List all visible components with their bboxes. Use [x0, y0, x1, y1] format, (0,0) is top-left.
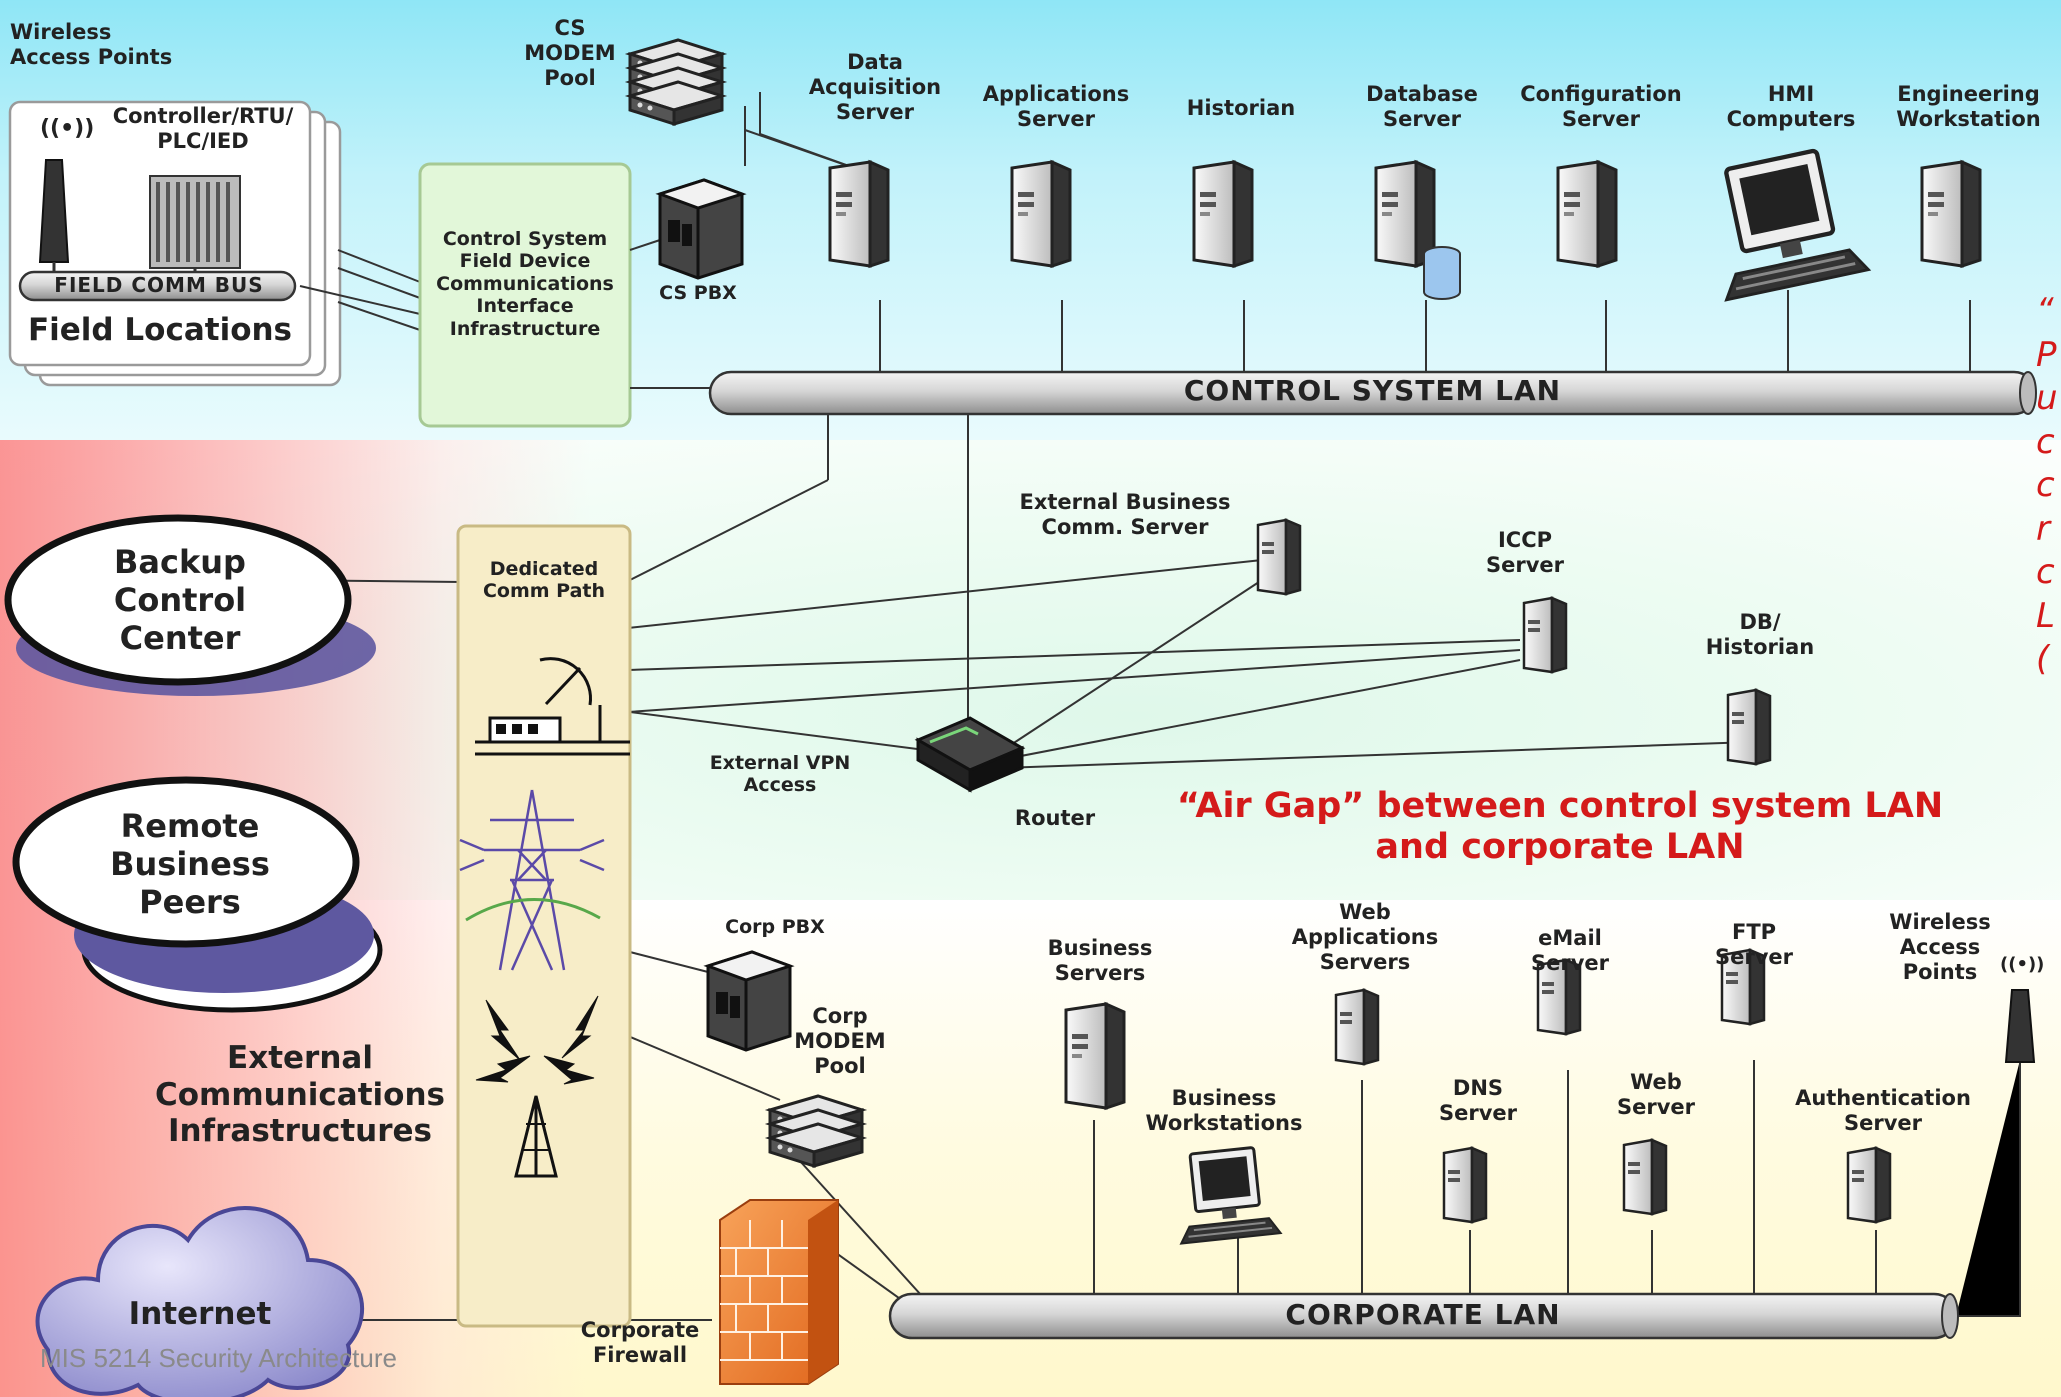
- external-communications-label: External Communications Infrastructures: [155, 1040, 445, 1150]
- corporate-wireless-signal-icon: ((•)): [2000, 954, 2045, 975]
- external-vpn-access-label: External VPN Access: [709, 752, 851, 797]
- external-business-comm-server-label: External Business Comm. Server: [1019, 490, 1231, 539]
- side-note-text: “ P u c c r c L (: [2036, 291, 2058, 679]
- database-server-label: Database Server: [1366, 82, 1478, 131]
- router-label: Router: [1014, 806, 1096, 830]
- field-comm-bus-label: FIELD COMM BUS: [54, 273, 264, 297]
- dedicated-comm-path-label: Dedicated Comm Path: [482, 558, 606, 603]
- business-servers-label: Business Servers: [1047, 936, 1153, 985]
- backup-control-center-label: Backup Control Center: [113, 543, 247, 657]
- email-server-label: eMail Server: [1530, 926, 1609, 975]
- wireless-signal-icon: ((•)): [40, 116, 95, 141]
- control-system-lan-label: CONTROL SYSTEM LAN: [1183, 374, 1562, 407]
- dns-server-label: DNS Server: [1438, 1076, 1517, 1125]
- corporate-lan-label: CORPORATE LAN: [1285, 1298, 1561, 1331]
- historian-label: Historian: [1186, 96, 1296, 120]
- corporate-firewall-label: Corporate Firewall: [580, 1318, 700, 1367]
- controller-label: Controller/RTU/ PLC/IED: [112, 104, 294, 153]
- field-wireless-access-points-label: Wireless Access Points: [10, 20, 173, 69]
- web-applications-servers-label: Web Applications Servers: [1291, 900, 1439, 974]
- hmi-computers-label: HMI Computers: [1726, 82, 1856, 131]
- data-acquisition-server-label: Data Acquisition Server: [808, 50, 942, 124]
- cs-pbx-label: CS PBX: [659, 282, 737, 304]
- corp-pbx-label: Corp PBX: [725, 916, 825, 938]
- web-server-label: Web Server: [1616, 1070, 1695, 1119]
- corp-modem-pool-label: Corp MODEM Pool: [794, 1004, 886, 1078]
- db-historian-label: DB/ Historian: [1705, 610, 1815, 659]
- engineering-workstation-label: Engineering Workstation: [1896, 82, 2041, 131]
- cs-modem-pool-label: CS MODEM Pool: [524, 16, 616, 90]
- internet-label: Internet: [128, 1296, 272, 1332]
- field-locations-label: Field Locations: [27, 312, 293, 348]
- applications-server-label: Applications Server: [982, 82, 1130, 131]
- iccp-server-label: ICCP Server: [1485, 528, 1564, 577]
- configuration-server-label: Configuration Server: [1520, 82, 1682, 131]
- footer-course-title: MIS 5214 Security Architecture: [40, 1343, 397, 1373]
- air-gap-line1: “Air Gap” between control system LAN: [1176, 786, 1944, 826]
- corporate-wireless-access-points-label: Wireless Access Points: [1889, 910, 1991, 984]
- air-gap-line2: and corporate LAN: [1375, 827, 1745, 867]
- cs-interface-label: Control System Field Device Communicatio…: [436, 228, 614, 340]
- authentication-server-label: Authentication Server: [1795, 1086, 1971, 1135]
- business-workstations-label: Business Workstations: [1145, 1086, 1303, 1135]
- ftp-server-label: FTP Server: [1714, 920, 1793, 969]
- remote-business-peers-label: Remote Business Peers: [110, 807, 270, 921]
